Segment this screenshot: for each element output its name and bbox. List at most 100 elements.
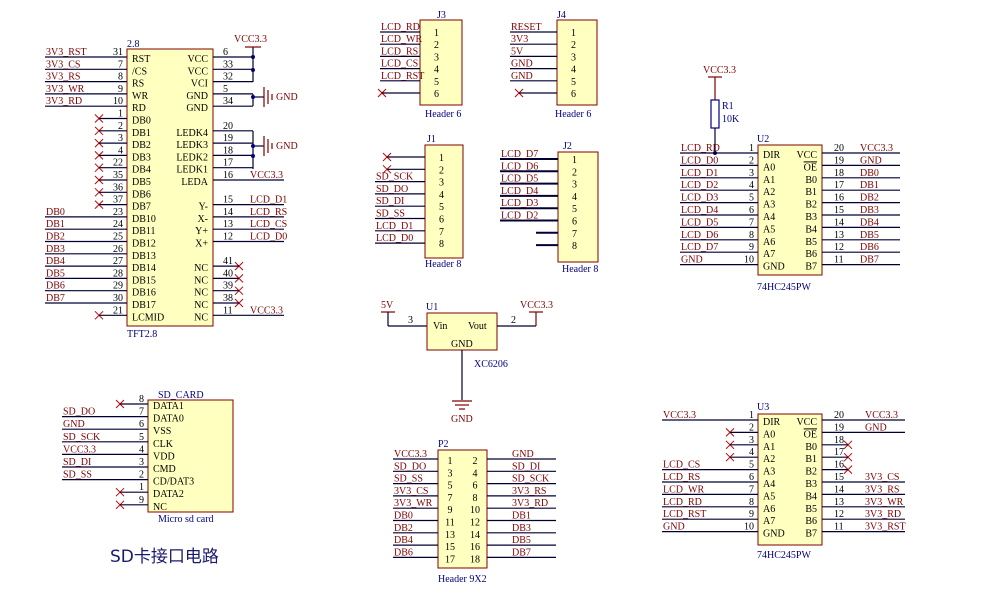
net-label: LCD_D5	[681, 217, 718, 228]
net-label: DB1	[512, 511, 531, 522]
pin-number: 36	[113, 182, 123, 193]
net-label: LCD_RS	[250, 207, 287, 218]
pin-number: 4	[118, 145, 123, 156]
pin-number: 16	[834, 460, 844, 471]
pin-number: 6	[749, 205, 754, 216]
j4-comment: Header 6	[555, 109, 591, 120]
pin-number: 3	[139, 457, 144, 468]
pin-number: 3	[434, 52, 439, 63]
pin-number: 7	[749, 217, 754, 228]
pin-number: 15	[223, 195, 233, 206]
net-label: GND	[63, 419, 85, 430]
pin-number: 27	[113, 256, 123, 267]
pin-name: A0	[763, 429, 775, 440]
net-label: LCD_RD	[681, 143, 720, 154]
u1-vin-name: Vin	[433, 321, 447, 332]
net-label: SD_SS	[376, 209, 405, 220]
pin-name: DB10	[132, 214, 156, 225]
pin-j2-4: LCD_D44	[500, 186, 577, 203]
pin-number: 24	[113, 219, 123, 230]
net-label: LCD_RST	[663, 509, 706, 520]
pin-name: A3	[763, 200, 775, 211]
pin-name: B4	[805, 491, 817, 502]
j2-comment: Header 8	[562, 264, 598, 275]
ground-icon	[263, 87, 273, 107]
j2-designator: J2	[563, 141, 572, 152]
pin-number: 19	[223, 133, 233, 144]
net-label: 3V3_RS	[46, 72, 80, 83]
pin-number: 18	[223, 145, 233, 156]
pin-j4-6: 6	[514, 88, 576, 100]
pin-j3-2: LCD_WR2	[380, 34, 439, 51]
pin-number: 9	[118, 84, 123, 95]
net-label: LCD_D3	[501, 198, 538, 209]
pin-name: DB1	[132, 128, 151, 139]
pin-number: 2	[749, 155, 754, 166]
pin-name: DIR	[763, 150, 781, 161]
pin-j1-4: SD_DO4	[375, 184, 444, 201]
u3-body	[757, 413, 823, 546]
pin-number: 35	[113, 170, 123, 181]
resistor-r1: VCC3.3 R1 10K	[703, 65, 740, 155]
net-label: 3V3_RST	[46, 47, 87, 58]
pin-u3-2: 2A0	[725, 422, 775, 440]
net-label: VCC3.3	[63, 444, 96, 455]
net-label: SD_DO	[394, 461, 426, 472]
pin-number: 2	[118, 121, 123, 132]
pin-number: 29	[113, 281, 123, 292]
net-label: LCD_D4	[501, 186, 538, 197]
pin-name: B3	[805, 212, 817, 223]
pin-number: 20	[834, 410, 844, 421]
net-label: SD_SS	[63, 470, 92, 481]
net-label: LCD_RD	[663, 497, 702, 508]
pin-j3-1: LCD_RD1	[380, 22, 439, 39]
pin-j3-4: LCD_CS4	[380, 59, 439, 76]
u3-designator: U3	[757, 402, 769, 413]
pin-number: 1	[439, 153, 444, 164]
pin-name: B7	[805, 529, 817, 540]
net-label: 3V3_WR	[394, 498, 433, 509]
net-label: LCD_D0	[250, 232, 287, 243]
pin-number: 2	[572, 167, 577, 178]
pin-number: 7	[439, 227, 444, 238]
net-label: LCD_RD	[381, 22, 420, 33]
net-label: DB1	[860, 180, 879, 191]
j2-body	[557, 151, 599, 263]
pin-name: RD	[132, 103, 146, 114]
pin-p2-7: 3V3_CS7	[393, 486, 453, 504]
pin-number: 15	[445, 542, 455, 553]
tft-comment: TFT2.8	[127, 329, 157, 340]
pin-name: B2	[805, 200, 817, 211]
net-label: 3V3_RS	[865, 484, 899, 495]
r1-value: 10K	[722, 114, 740, 125]
pin-name: NC	[194, 288, 208, 299]
pin-name: LEDA	[181, 177, 208, 188]
net-label: LCD_RS	[381, 46, 418, 57]
net-label: LCD_D0	[376, 233, 413, 244]
pin-name: A3	[763, 467, 775, 478]
pin-name: A6	[763, 504, 775, 515]
pin-name: DB5	[132, 177, 151, 188]
net-label: RESET	[511, 22, 542, 33]
pin-j2-3: LCD_D53	[500, 174, 577, 191]
pin-p2-9: 3V3_WR9	[393, 498, 453, 516]
pin-number: 20	[223, 121, 233, 132]
net-label: DB4	[394, 535, 413, 546]
